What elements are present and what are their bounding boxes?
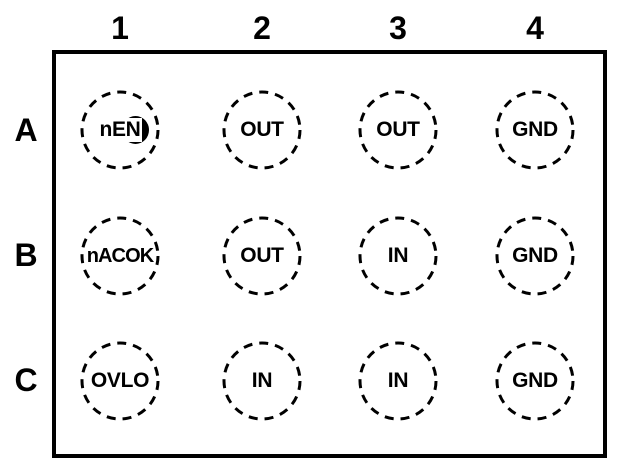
pad-label-c3: IN xyxy=(386,369,410,393)
pad-label-a3: OUT xyxy=(375,118,421,142)
pad-c4[interactable]: GND xyxy=(495,341,575,421)
column-header-1: 1 xyxy=(111,10,129,46)
pad-a4[interactable]: GND xyxy=(495,90,575,170)
pad-label-b1: nACOK xyxy=(85,244,155,268)
pad-b2[interactable]: OUT xyxy=(222,216,302,296)
pad-label-b3: IN xyxy=(386,244,410,268)
pad-label-a4: GND xyxy=(511,118,559,142)
pad-label-c2: IN xyxy=(250,369,274,393)
pad-label-b4: GND xyxy=(511,244,559,268)
pad-c3[interactable]: IN xyxy=(358,341,438,421)
pad-label-a1: nEN xyxy=(98,118,142,142)
pad-c1[interactable]: OVLO xyxy=(80,341,160,421)
row-header-c: C xyxy=(14,362,38,398)
pad-c2[interactable]: IN xyxy=(222,341,302,421)
pad-a2[interactable]: OUT xyxy=(222,90,302,170)
column-header-3: 3 xyxy=(389,10,407,46)
pad-label-c1: OVLO xyxy=(89,369,151,393)
pad-label-c4: GND xyxy=(511,369,559,393)
pad-b3[interactable]: IN xyxy=(358,216,438,296)
pad-a1[interactable]: nEN xyxy=(80,90,160,170)
pad-b4[interactable]: GND xyxy=(495,216,575,296)
pad-label-a2: OUT xyxy=(239,118,285,142)
row-header-a: A xyxy=(14,112,38,148)
column-header-2: 2 xyxy=(253,10,271,46)
column-header-4: 4 xyxy=(526,10,544,46)
row-header-b: B xyxy=(14,237,38,273)
pad-b1[interactable]: nACOK xyxy=(80,216,160,296)
pad-a3[interactable]: OUT xyxy=(358,90,438,170)
pad-label-b2: OUT xyxy=(239,244,285,268)
